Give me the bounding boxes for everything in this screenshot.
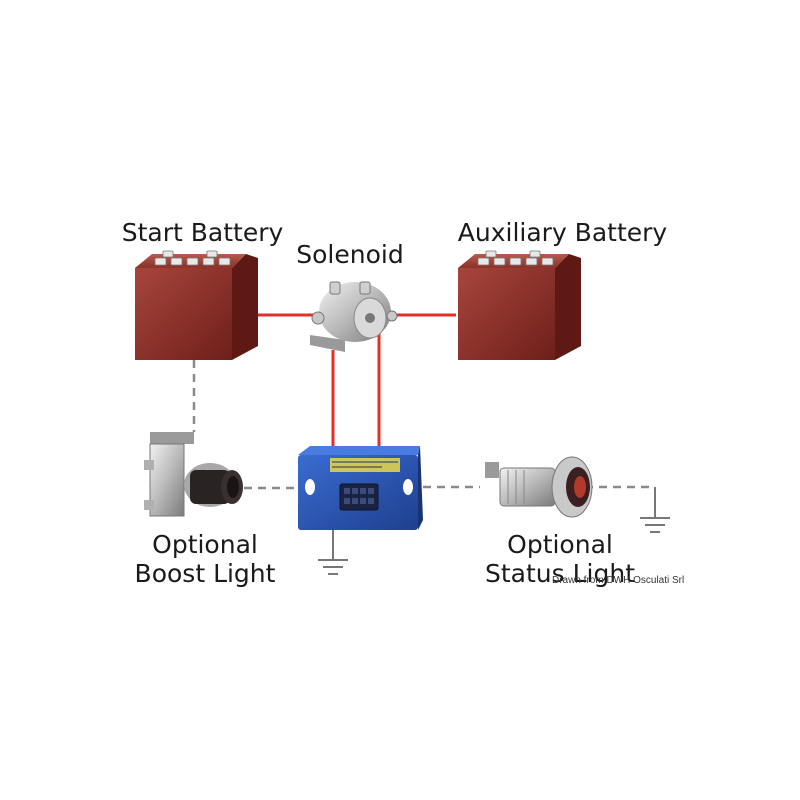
red-wires [258,313,456,452]
ground-icon [640,487,670,533]
start-battery [135,250,258,360]
controller-module-icon [298,446,423,530]
credit-text: Drawn from DWH Osculati Srl [552,575,685,586]
boost-light-label-line1: Optional [152,530,258,559]
solenoid-icon [310,281,398,352]
ground-icon [318,530,348,575]
push-button-switch-icon [144,432,243,517]
status-light-label-line1: Optional [507,530,613,559]
solenoid-label: Solenoid [296,240,404,269]
dashed-wires [192,360,655,490]
auxiliary-battery-label: Auxiliary Battery [457,218,668,247]
auxiliary-battery [458,250,581,360]
indicator-lamp-icon [485,456,593,518]
boost-light-label-line2: Boost Light [134,559,276,588]
start-battery-label: Start Battery [121,218,284,247]
status-light-label-line2: Status Light [485,559,635,588]
